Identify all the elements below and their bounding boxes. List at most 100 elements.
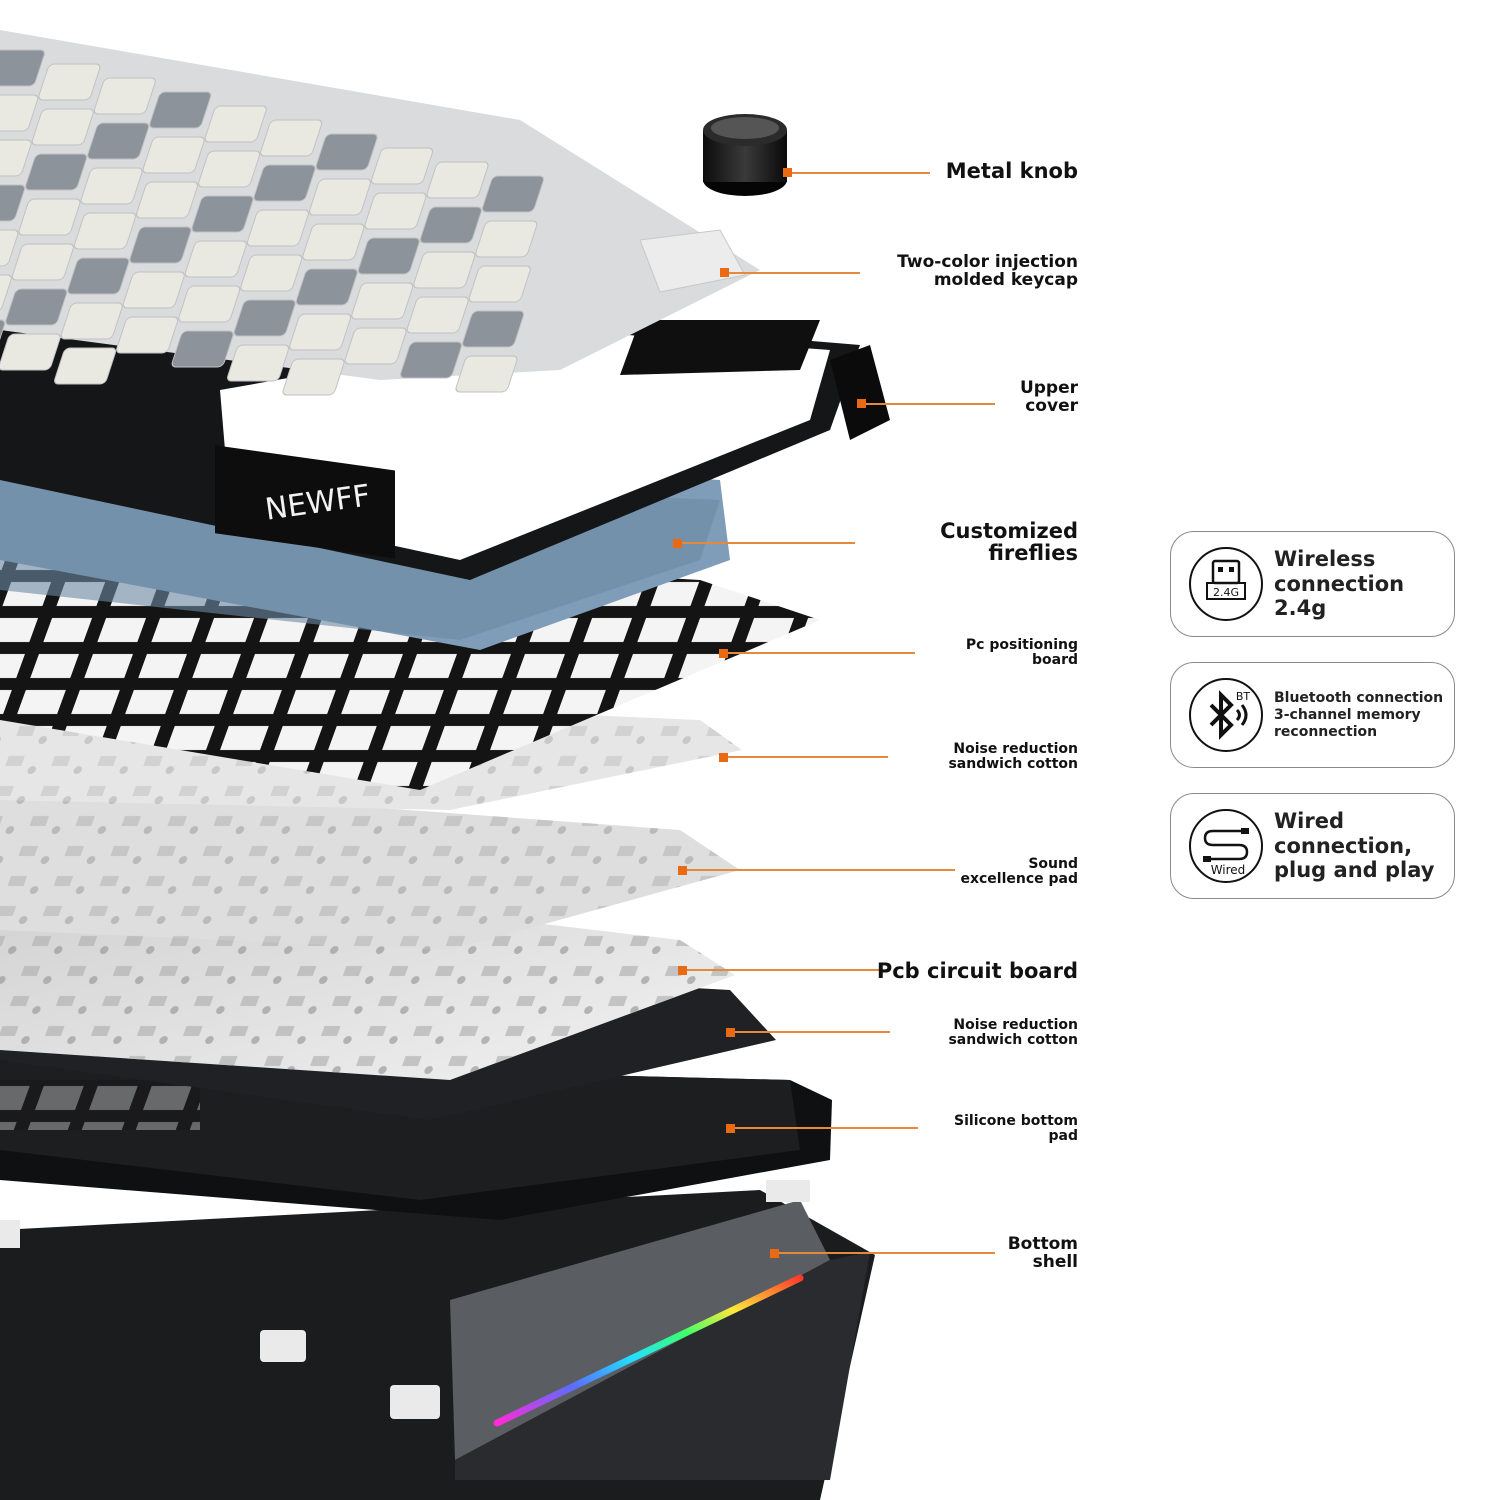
keycap [302, 223, 365, 261]
leader-dot-silicone-pad [726, 1124, 735, 1133]
leader-dot-noise-cotton-top [719, 753, 728, 762]
label-silicone-pad-line-1: Silicone bottom [954, 1113, 1078, 1129]
keycap [38, 63, 101, 101]
keycap [80, 167, 143, 205]
label-pcb-line-1: Pcb circuit board [876, 959, 1078, 983]
bluetooth-icon: BT [1189, 678, 1263, 752]
keycap [171, 330, 234, 368]
wireless-line-2: connection [1274, 571, 1405, 596]
label-noise-cotton-bottom-line-1: Noise reduction [953, 1017, 1078, 1033]
label-noise-cotton-top-line-2: sandwich cotton [948, 755, 1078, 772]
keycap [0, 139, 32, 177]
keycap [129, 226, 192, 264]
wired-icon-label: Wired [1211, 863, 1246, 877]
leader-dot-bottom-shell [770, 1249, 779, 1258]
keycap [11, 243, 74, 281]
label-metal-knob: Metal knob [946, 160, 1078, 182]
wired-line-1: Wired [1274, 809, 1344, 834]
label-positioning-board-line-2: board [1031, 651, 1078, 668]
keycap [0, 94, 39, 132]
silicone-bottom-pad-layer [0, 1060, 832, 1220]
brand-badge-plate [215, 445, 395, 559]
keycap [178, 285, 241, 323]
keycap [149, 91, 212, 129]
keycap [87, 122, 150, 160]
keycap [371, 147, 434, 185]
wired-line-2: connection, [1274, 833, 1413, 858]
keycap [0, 274, 12, 312]
keycap [240, 254, 303, 292]
keycap [419, 206, 482, 244]
keycap [191, 195, 254, 233]
keycap [184, 240, 247, 278]
leader-dot-keycap [720, 268, 729, 277]
keycap [295, 268, 358, 306]
keycap [406, 296, 469, 334]
feature-wired: Wired Wired connection, plug and play [1170, 793, 1455, 899]
keycap [204, 105, 267, 143]
label-upper-cover-line-1: Upper [1019, 378, 1078, 398]
keycap [0, 333, 61, 371]
feature-bluetooth: BT Bluetooth connection 3-channel memory… [1170, 662, 1455, 768]
sound-pad-layer [0, 780, 740, 950]
keycap [136, 181, 199, 219]
bottom-shell-layer [0, 1180, 875, 1500]
keycap [246, 209, 309, 247]
keycap [426, 161, 489, 199]
leader-dot-fireflies [673, 539, 682, 548]
keycap [5, 288, 68, 326]
keycap [462, 310, 525, 348]
label-positioning-board-line-1: Pc positioning [965, 637, 1078, 653]
label-noise-cotton-bottom-line-2: sandwich cotton [948, 1031, 1078, 1048]
label-fireflies-line-2: fireflies [988, 541, 1078, 566]
usb-dongle-icon: 2.4G [1189, 547, 1263, 621]
keycap [0, 319, 6, 357]
keycap [481, 175, 544, 213]
keycap [364, 192, 427, 230]
keycap [253, 164, 316, 202]
keycap [227, 344, 290, 382]
leader-dot-pcb [678, 966, 687, 975]
keycap [0, 229, 19, 267]
keycap [67, 257, 130, 295]
keycap [344, 327, 407, 365]
wireless-line-3: 2.4g [1274, 596, 1327, 621]
label-noise-cotton-top-line-1: Noise reduction [953, 741, 1078, 757]
keycap [60, 302, 123, 340]
keycap [400, 341, 463, 379]
keycap [54, 347, 117, 385]
label-bottom-shell-line-2: shell [1032, 1251, 1078, 1272]
bluetooth-icon-label: BT [1236, 690, 1251, 703]
label-pcb: Pcb circuit board [877, 960, 1078, 982]
label-upper-cover-line-2: cover [1025, 395, 1078, 416]
keycap [18, 198, 81, 236]
label-fireflies-line-1: Customized [940, 519, 1078, 543]
keycap [357, 237, 420, 275]
keycap [25, 153, 88, 191]
keycap [198, 150, 261, 188]
cable-icon: Wired [1189, 809, 1263, 883]
keycap [31, 108, 94, 146]
leader-dot-noise-cotton-bottom [726, 1028, 735, 1037]
keycap [289, 313, 352, 351]
keycap [351, 282, 414, 320]
keycap [122, 271, 185, 309]
feature-wireless: 2.4G Wireless connection 2.4g [1170, 531, 1455, 637]
keycap [315, 133, 378, 171]
keycap [260, 119, 323, 157]
keycap [0, 49, 45, 87]
keycap [475, 220, 538, 258]
keycap [455, 355, 518, 393]
bluetooth-line-2: 3-channel memory [1274, 706, 1421, 723]
label-sound-pad-line-2: excellence pad [960, 870, 1078, 887]
keycap-layer [0, 30, 760, 396]
keycap [116, 316, 179, 354]
